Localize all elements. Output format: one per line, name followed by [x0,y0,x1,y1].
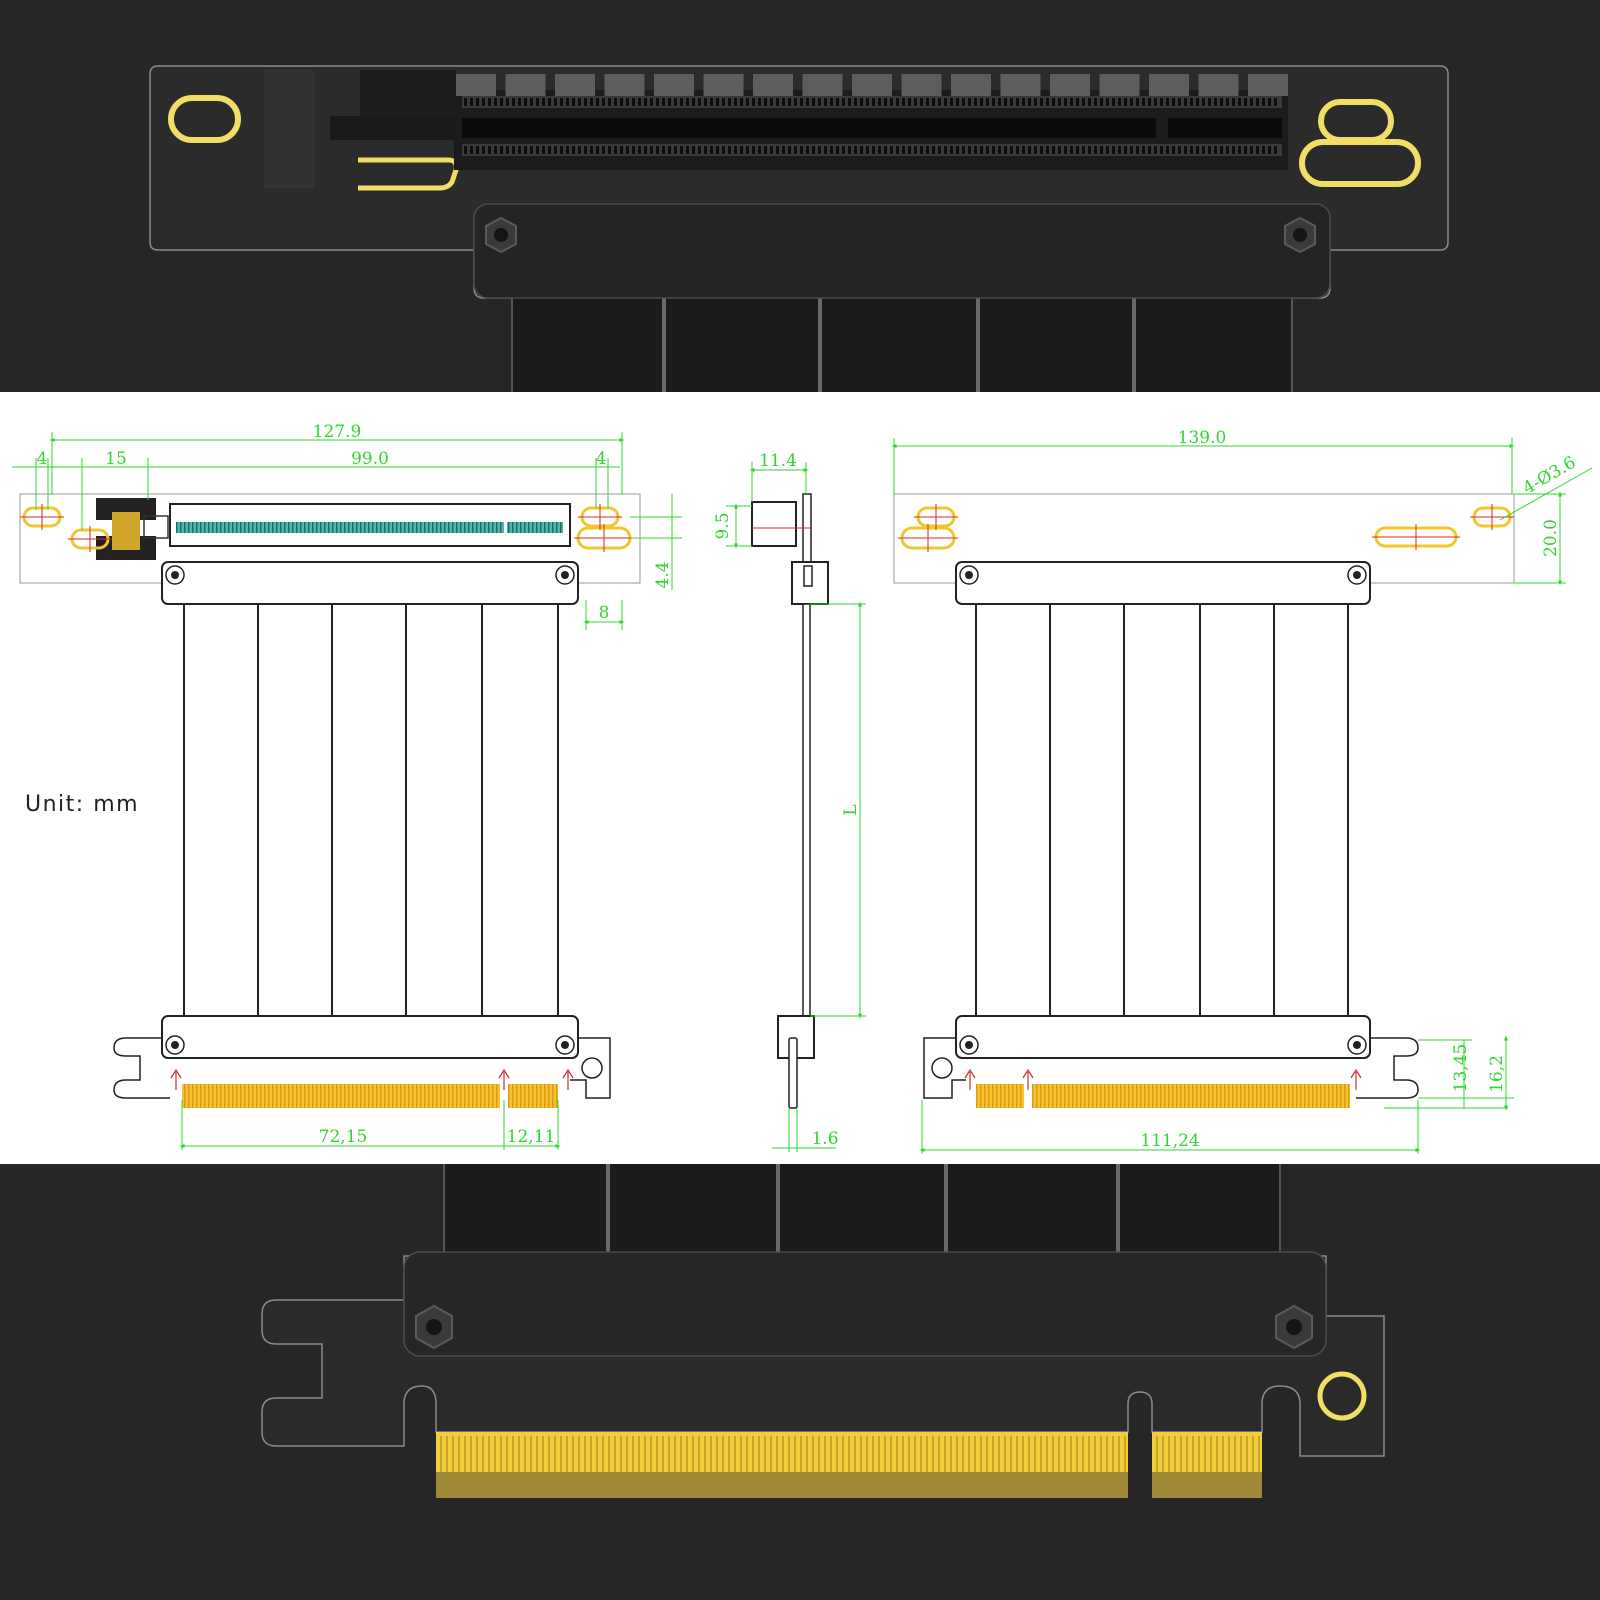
dim-front-slot-offset: 15 [105,449,127,469]
dim-back-bracket-height: 20.0 [1541,519,1561,557]
technical-drawing-art: 127.9 4 15 99.0 4 8 4.4 72,15 12,11 Unit… [12,422,1593,1154]
connector-slot-render [0,0,1600,392]
dim-back-finger-span: 111,24 [1140,1131,1199,1151]
dim-front-overall-width: 127.9 [313,422,362,442]
technical-drawing: 127.9 4 15 99.0 4 8 4.4 72,15 12,11 Unit… [0,392,1600,1164]
dim-back-finger-height-b: 16,2 [1487,1055,1507,1093]
unit-label: Unit: mm [25,792,139,817]
dim-side-height: 9.5 [713,512,733,539]
dim-front-hole-spacing: 4.4 [653,561,673,588]
dim-back-finger-height-a: 13,45 [1451,1044,1471,1093]
side-view: 11.4 9.5 L 1.6 [713,451,866,1152]
dim-front-left-offset: 4 [37,449,48,469]
gold-finger-render [0,1164,1600,1600]
gold-finger-render-art [261,1164,1385,1498]
connector-slot-render-art [149,65,1449,392]
dim-side-thickness: 1.6 [811,1129,838,1149]
dim-front-right-offset: 4 [596,449,607,469]
back-view: 139.0 4-Ø3.6 20.0 13,45 16,2 111,24 [891,428,1593,1154]
dim-back-overall-width: 139.0 [1178,428,1227,448]
dim-side-length: L [841,804,861,815]
front-view: 127.9 4 15 99.0 4 8 4.4 72,15 12,11 [12,422,682,1150]
dim-front-finger-short: 12,11 [507,1127,556,1147]
dim-front-hole-inset: 8 [599,603,610,623]
dim-side-depth: 11.4 [759,451,797,471]
dim-front-finger-main: 72,15 [319,1127,368,1147]
dim-front-slot-length: 99.0 [351,449,389,469]
